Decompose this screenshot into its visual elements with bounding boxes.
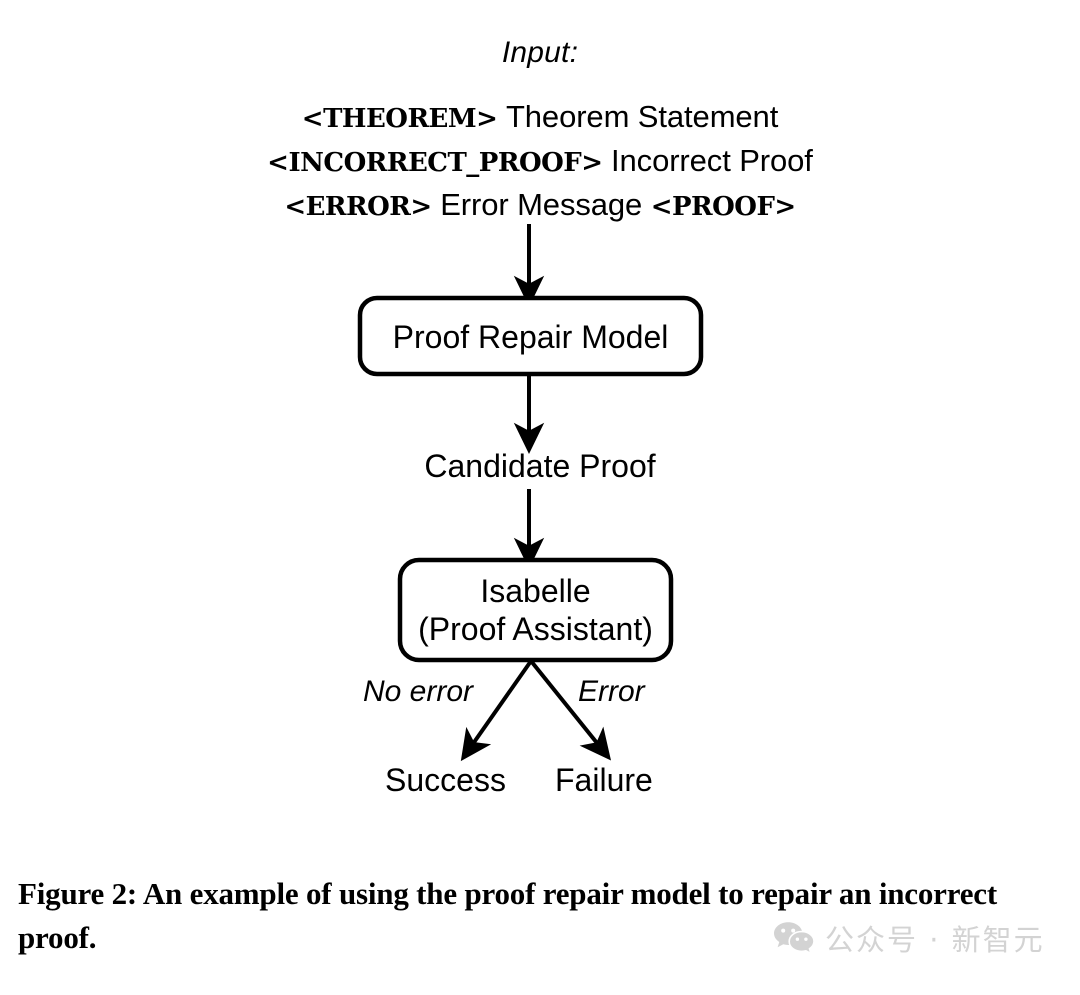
node-label-candidate-proof: Candidate Proof [424,448,656,484]
token-incorrect-proof: <INCORRECT_PROOF> [267,148,603,178]
input-theorem-text: Theorem Statement [505,99,779,134]
node-label-isabelle: Isabelle (Proof Assistant) [400,572,671,648]
diagram-canvas [357,224,704,762]
input-incorrect-proof-text: Incorrect Proof [611,143,813,178]
node-label-failure: Failure [555,762,653,798]
input-error-text: Error Message [440,187,643,222]
input-line-error: <ERROR> Error Message <PROOF> [0,185,1080,227]
edge-label-error: Error [578,675,645,708]
node-label-proof-repair-model: Proof Repair Model [392,319,669,355]
watermark: 公众号 · 新智元 [773,917,1045,959]
token-proof: <PROOF> [650,192,796,222]
input-line-theorem: <THEOREM> Theorem Statement [0,97,1080,139]
watermark-text: 公众号 · 新智元 [825,923,1045,957]
node-label-isabelle-line2: (Proof Assistant) [418,611,653,647]
edge-label-no-error: No error [363,675,474,708]
input-line-incorrect-proof: <INCORRECT_PROOF> Incorrect Proof [0,141,1080,183]
arrow-no-error-to-success [460,659,533,762]
figure-caption: Figure 2: An example of using the proof … [18,876,997,955]
token-theorem: <THEOREM> [301,104,498,134]
token-error: <ERROR> [284,192,432,222]
wechat-icon [774,922,815,955]
arrow-error-to-failure [529,659,612,761]
node-label-success: Success [385,762,506,798]
node-isabelle-proof-assistant [397,557,674,663]
node-label-isabelle-line1: Isabelle [480,573,591,609]
input-heading: Input: [501,36,579,69]
